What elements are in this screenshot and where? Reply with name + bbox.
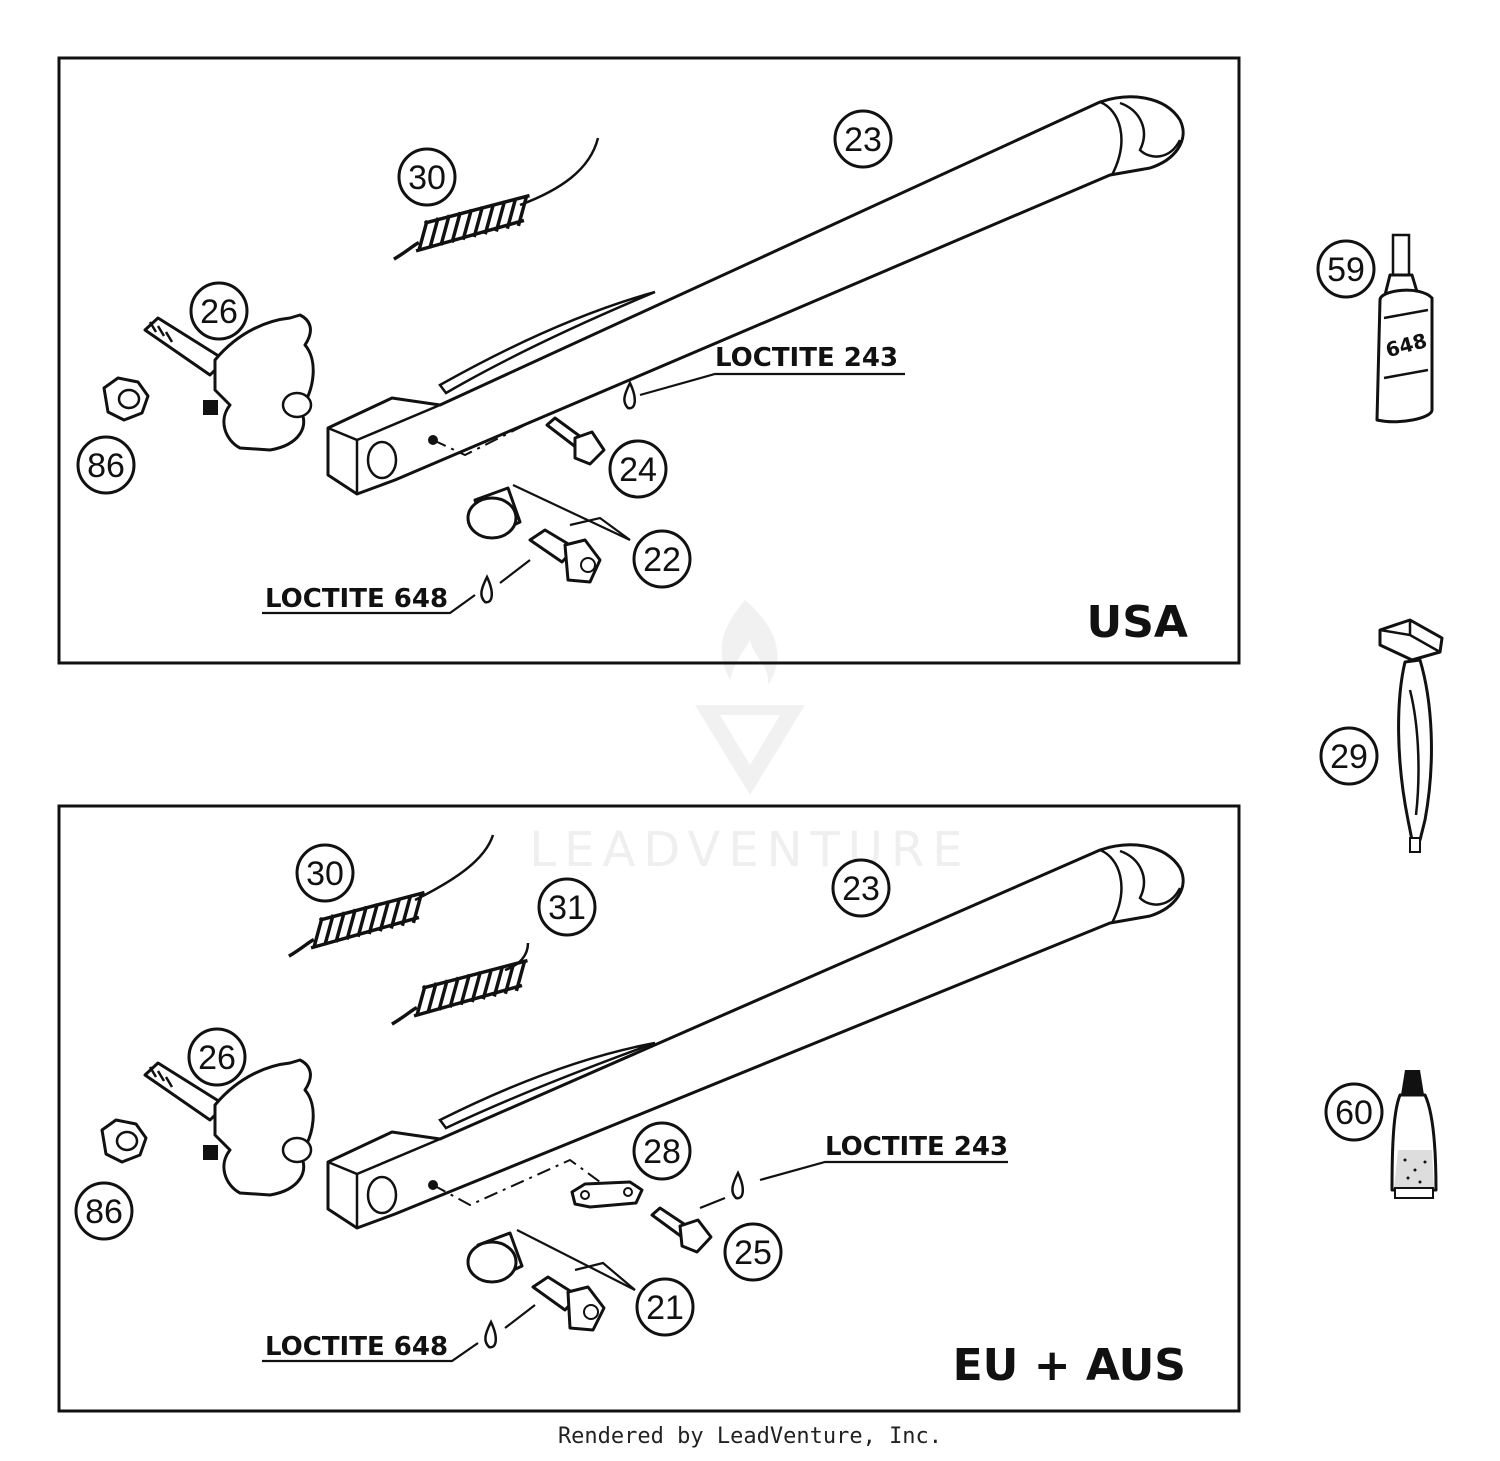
bushing-eu xyxy=(466,1231,524,1284)
side-stand-leg-eu xyxy=(326,843,1185,1230)
svg-text:28: 28 xyxy=(643,1133,681,1171)
spring-31-eu xyxy=(390,942,530,1026)
callout-24: 24 xyxy=(608,439,668,499)
spring-30-usa xyxy=(392,137,600,261)
nut-usa xyxy=(102,376,150,422)
spring-30-eu xyxy=(287,834,495,958)
watermark-logo: LEADVENTURE xyxy=(529,600,970,878)
bushing-usa xyxy=(466,486,522,540)
callout-60: 60 xyxy=(1324,1082,1384,1142)
loctite-bottle-60 xyxy=(1390,1070,1438,1199)
svg-text:59: 59 xyxy=(1327,251,1365,289)
region-label-eu-aus: EU + AUS xyxy=(953,1340,1186,1391)
svg-text:60: 60 xyxy=(1335,1094,1373,1132)
svg-text:23: 23 xyxy=(842,870,880,908)
note-loctite-243: LOCTITE 243 xyxy=(715,343,898,373)
loctite-drop-icon xyxy=(731,1170,744,1200)
callout-28: 28 xyxy=(632,1121,692,1181)
callout-86: 86 xyxy=(76,435,136,495)
svg-text:30: 30 xyxy=(306,855,344,893)
bolt-22-usa xyxy=(528,528,602,584)
callout-30: 30 xyxy=(295,843,355,903)
panel-usa: 30 23 26 86 24 22 LOCTITE 243 LOCTITE 64… xyxy=(57,56,1241,665)
nut-eu xyxy=(100,1118,148,1164)
loctite-drop-icon xyxy=(480,574,493,604)
svg-text:30: 30 xyxy=(408,159,446,197)
callout-23: 23 xyxy=(833,109,893,169)
callout-23: 23 xyxy=(831,858,891,918)
svg-text:31: 31 xyxy=(548,889,586,927)
callout-22: 22 xyxy=(632,529,692,589)
callout-30: 30 xyxy=(397,147,457,207)
note-loctite-648: LOCTITE 648 xyxy=(265,1332,448,1362)
callout-31: 31 xyxy=(537,877,597,937)
callout-26: 26 xyxy=(187,1027,247,1087)
tool-29 xyxy=(1378,618,1444,853)
watermark-text: LEADVENTURE xyxy=(529,822,970,878)
callout-29: 29 xyxy=(1319,726,1379,786)
svg-text:29: 29 xyxy=(1330,738,1368,776)
svg-text:21: 21 xyxy=(646,1289,684,1327)
footer-credit: Rendered by LeadVenture, Inc. xyxy=(557,1424,943,1449)
bolt-24-usa xyxy=(545,416,606,466)
svg-text:86: 86 xyxy=(87,447,125,485)
panel-eu-aus: 30 31 23 26 86 28 25 21 LOCTITE 243 LOCT… xyxy=(57,804,1241,1413)
note-loctite-243: LOCTITE 243 xyxy=(825,1132,1008,1162)
pivot-bolt-eu xyxy=(143,1058,315,1197)
loctite-drop-icon xyxy=(623,380,636,410)
callout-86: 86 xyxy=(74,1181,134,1241)
panel-eu-frame xyxy=(57,804,1241,1413)
callout-25: 25 xyxy=(723,1222,783,1282)
svg-text:25: 25 xyxy=(734,1234,772,1272)
side-stand-leg-usa xyxy=(326,95,1185,496)
callout-59: 59 xyxy=(1316,239,1376,299)
pivot-bolt-usa xyxy=(143,313,315,452)
panel-usa-frame xyxy=(57,56,1241,665)
loctite-bottle-59: 648 xyxy=(1375,233,1434,424)
svg-text:26: 26 xyxy=(200,293,238,331)
callout-21: 21 xyxy=(635,1277,695,1337)
svg-text:26: 26 xyxy=(198,1039,236,1077)
bolt-25-eu xyxy=(650,1206,713,1254)
loctite-drop-icon xyxy=(484,1319,497,1349)
svg-text:23: 23 xyxy=(844,121,882,159)
svg-text:86: 86 xyxy=(85,1193,123,1231)
bolt-21-eu xyxy=(531,1275,606,1332)
callout-26: 26 xyxy=(189,281,249,341)
note-loctite-648: LOCTITE 648 xyxy=(265,584,448,614)
plate-28-eu xyxy=(570,1180,644,1209)
svg-text:22: 22 xyxy=(643,541,681,579)
region-label-usa: USA xyxy=(1087,597,1188,648)
svg-text:24: 24 xyxy=(619,451,657,489)
